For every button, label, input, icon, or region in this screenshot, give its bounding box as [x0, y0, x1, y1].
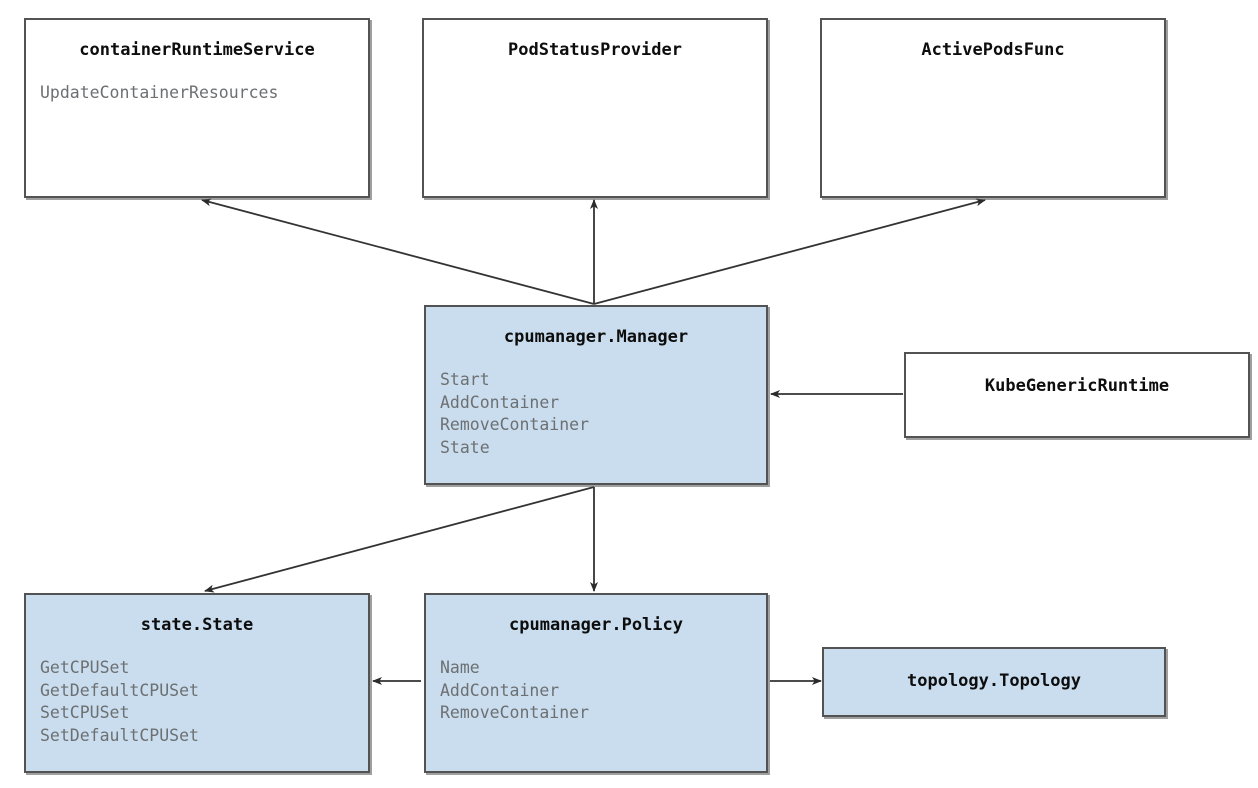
node-title: topology.Topology — [907, 671, 1081, 691]
node-members: Name AddContainer RemoveContainer — [426, 657, 766, 725]
node-title: PodStatusProvider — [508, 40, 682, 60]
node-state-state[interactable]: state.State GetCPUSet GetDefaultCPUSet S… — [24, 593, 370, 773]
edge-manager-to-container-runtime-service — [201, 198, 595, 305]
node-members: UpdateContainerResources — [26, 82, 368, 105]
node-pod-status-provider[interactable]: PodStatusProvider — [422, 18, 768, 198]
node-active-pods-func[interactable]: ActivePodsFunc — [820, 18, 1166, 198]
node-title: cpumanager.Manager — [503, 327, 689, 347]
member-item: GetDefaultCPUSet — [40, 680, 199, 700]
member-item: SetDefaultCPUSet — [40, 725, 199, 745]
node-title: containerRuntimeService — [79, 40, 315, 60]
member-item: Name — [440, 658, 480, 677]
node-kube-generic-runtime[interactable]: KubeGenericRuntime — [904, 352, 1250, 438]
node-cpumanager-policy[interactable]: cpumanager.Policy Name AddContainer Remo… — [424, 593, 768, 773]
node-topology-topology[interactable]: topology.Topology — [822, 647, 1166, 717]
member-item: RemoveContainer — [440, 703, 590, 722]
node-members: Start AddContainer RemoveContainer State — [426, 369, 766, 459]
node-title: ActivePodsFunc — [921, 40, 1065, 60]
node-title: cpumanager.Policy — [509, 615, 683, 635]
node-title: KubeGenericRuntime — [984, 376, 1170, 396]
member-item: GetCPUSet — [40, 658, 130, 677]
member-item: SetCPUSet — [40, 703, 130, 722]
node-container-runtime-service[interactable]: containerRuntimeService UpdateContainerR… — [24, 18, 370, 198]
edge-manager-to-active-pods-func — [593, 198, 986, 305]
member-item: RemoveContainer — [440, 415, 590, 434]
node-members: GetCPUSet GetDefaultCPUSet SetCPUSet Set… — [26, 657, 368, 747]
node-title: state.State — [140, 615, 254, 635]
member-item: UpdateContainerResources — [40, 83, 279, 102]
member-item: AddContainer — [440, 680, 560, 700]
node-cpumanager-manager[interactable]: cpumanager.Manager Start AddContainer Re… — [424, 305, 768, 485]
member-item: AddContainer — [440, 392, 560, 412]
member-item: Start — [440, 370, 490, 389]
edge-manager-to-state-state — [204, 486, 595, 593]
member-item: State — [440, 437, 490, 457]
